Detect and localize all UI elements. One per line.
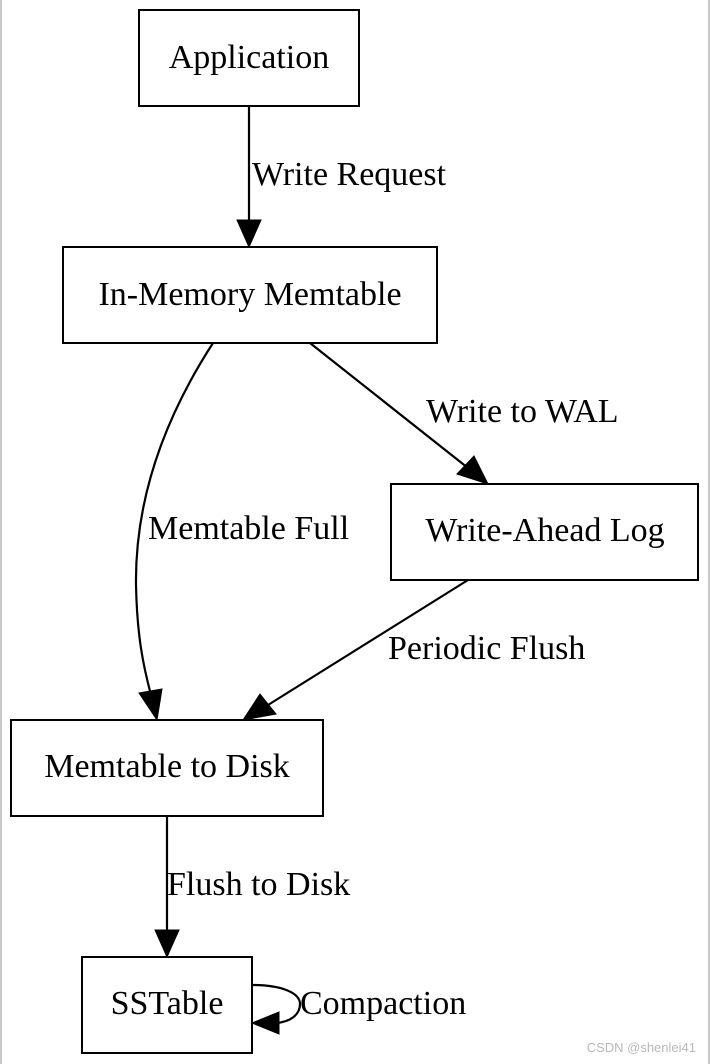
edge-compaction: Compaction — [250, 983, 466, 1035]
node-wal-label: Write-Ahead Log — [425, 512, 664, 549]
edge-compaction-label: Compaction — [300, 985, 466, 1022]
edge-memtable-full-label: Memtable Full — [148, 510, 349, 547]
edge-write-to-wal: Write to WAL — [309, 342, 619, 485]
edge-write-request-label: Write Request — [252, 156, 447, 193]
watermark-text: CSDN @shenlei41 — [587, 1040, 696, 1055]
node-to-disk-label: Memtable to Disk — [44, 748, 290, 785]
node-to-disk-box — [10, 719, 324, 817]
edge-flush-to-disk: Flush to Disk — [154, 816, 350, 959]
node-wal[interactable]: Write-Ahead Log — [390, 483, 699, 581]
edge-write-request-arrow — [236, 219, 262, 249]
edge-periodic-flush-arrow — [241, 693, 277, 721]
edge-memtable-full-line — [134, 342, 214, 696]
node-sstable-label: SSTable — [111, 985, 224, 1022]
edge-compaction-arrow — [250, 1011, 280, 1035]
node-memtable[interactable]: In-Memory Memtable — [62, 246, 438, 344]
edge-write-to-wal-label: Write to WAL — [426, 393, 619, 430]
edge-periodic-flush: Periodic Flush — [241, 579, 585, 721]
node-application-box — [138, 9, 360, 107]
node-to-disk[interactable]: Memtable to Disk — [10, 719, 324, 817]
edge-write-request: Write Request — [236, 106, 447, 249]
edge-memtable-full-arrow — [138, 688, 163, 722]
edge-periodic-flush-line — [267, 579, 469, 706]
node-application[interactable]: Application — [138, 9, 360, 107]
node-sstable-box — [81, 956, 253, 1054]
node-application-label: Application — [169, 39, 330, 76]
edge-flush-to-disk-arrow — [154, 929, 180, 959]
node-memtable-box — [62, 246, 438, 344]
edge-flush-to-disk-label: Flush to Disk — [167, 866, 350, 903]
edge-write-to-wal-arrow — [456, 455, 489, 485]
edge-memtable-full: Memtable Full — [134, 342, 349, 722]
node-sstable[interactable]: SSTable — [81, 956, 253, 1054]
node-memtable-label: In-Memory Memtable — [98, 276, 401, 313]
edge-periodic-flush-label: Periodic Flush — [388, 630, 585, 667]
edge-compaction-line — [251, 983, 302, 1025]
node-wal-box — [390, 483, 699, 581]
edge-write-to-wal-line — [309, 342, 469, 469]
